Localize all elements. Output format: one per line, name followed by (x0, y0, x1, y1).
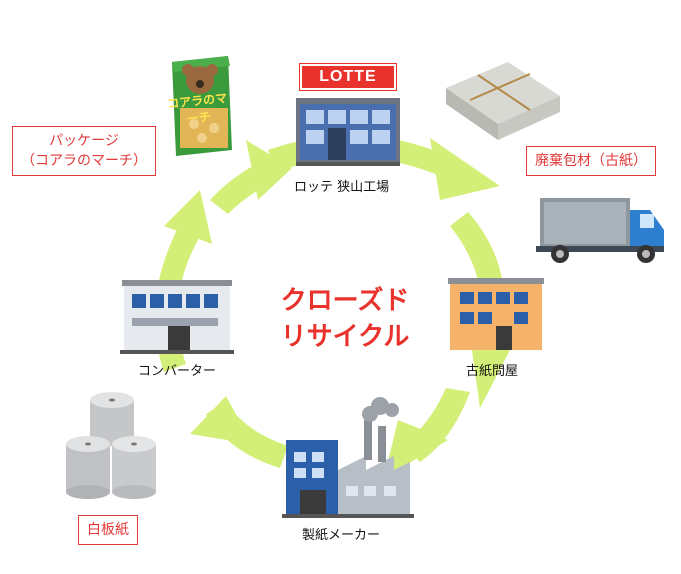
package-product-text: コアラのマーチ (166, 90, 228, 127)
factory-building-icon (296, 98, 400, 166)
cycle-arrowhead-right (470, 336, 512, 408)
lotte-logo-sign: LOTTE (299, 63, 397, 91)
cycle-arrowhead-bottom-left (190, 396, 252, 444)
waste-paper-label: 廃棄包材（古紙） (526, 146, 656, 176)
wholesaler-label: 古紙問屋 (466, 364, 519, 379)
center-title-line2: リサイクル (280, 322, 410, 352)
factory-label: ロッテ 狭山工場 (294, 180, 390, 195)
paper-mill-icon (282, 397, 414, 518)
cycle-arrowhead-left (164, 190, 212, 244)
paper-maker-label: 製紙メーカー (302, 528, 381, 543)
package-label-line1: パッケージ (49, 133, 119, 149)
package-label-line2: （コアラのマーチ） (21, 153, 147, 169)
cycle-ring (155, 135, 512, 478)
cycle-arrowhead-top-right (430, 138, 500, 200)
center-title: クローズド リサイクル (250, 283, 440, 355)
converter-label: コンバーター (138, 364, 217, 379)
package-label: パッケージ （コアラのマーチ） (12, 126, 156, 176)
wholesaler-building-icon (448, 278, 544, 350)
whiteboard-label: 白板紙 (78, 515, 138, 545)
koala-march-package-icon (172, 56, 232, 156)
center-title-line1: クローズド (280, 286, 410, 316)
paper-rolls-icon (66, 392, 156, 499)
cycle-arrowhead-bottom-right (384, 420, 448, 478)
cycle-arrowhead-top-left (246, 140, 292, 200)
converter-building-icon (120, 280, 234, 354)
waste-paper-bundle-icon (446, 62, 560, 140)
truck-icon (536, 198, 664, 263)
